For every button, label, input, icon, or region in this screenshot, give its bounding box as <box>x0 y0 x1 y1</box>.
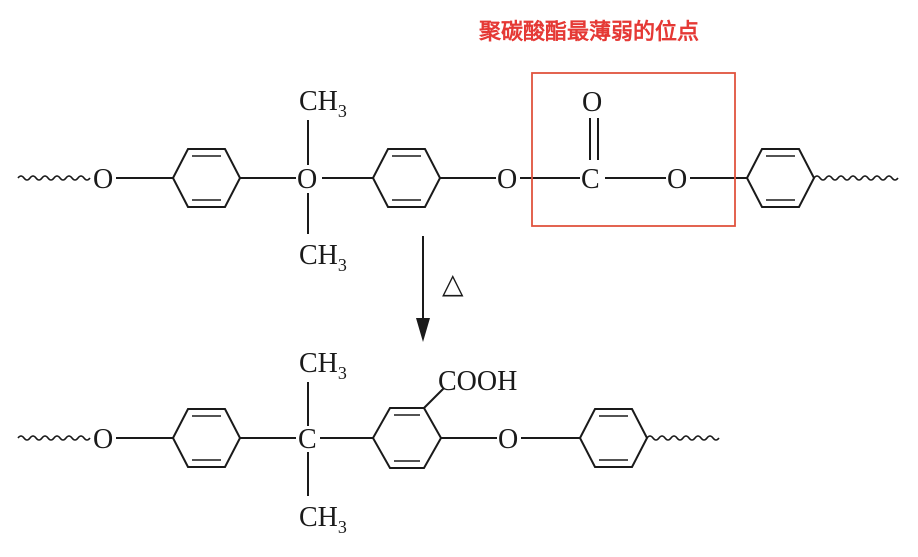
reactant-carbonyl-carbon: C <box>581 164 600 195</box>
product-ch3-bottom: CH3 <box>299 502 347 537</box>
reaction-arrow: △ <box>416 236 464 342</box>
weak-site-highlight-box <box>531 72 736 227</box>
arrow-head <box>416 318 430 342</box>
right-chain-squiggle <box>813 175 899 181</box>
product-cooh: COOH <box>438 366 517 397</box>
product-o-ether: O <box>498 424 518 455</box>
product-ch3-top: CH3 <box>299 348 347 383</box>
left-chain-squiggle <box>17 175 91 181</box>
reactant-o-ester-left: O <box>497 164 517 195</box>
benzene-ring-2 <box>371 148 442 208</box>
reactant-o-left: O <box>93 164 113 195</box>
reactant-carbonyl-oxygen: O <box>582 87 602 118</box>
heat-symbol: △ <box>442 269 464 300</box>
benzene-ring-4 <box>171 408 242 468</box>
product-structure: O C CH3 CH3 COOH O <box>17 348 720 537</box>
product-o-left: O <box>93 424 113 455</box>
reactant-ch3-top: CH3 <box>299 86 347 121</box>
caption-text: 聚碳酸酯最薄弱的位点 <box>478 19 699 45</box>
bond-to-cooh <box>423 387 445 409</box>
benzene-ring-6 <box>578 408 649 468</box>
product-center-carbon: C <box>298 424 317 455</box>
reactant-o-ester-right: O <box>667 164 687 195</box>
reactant-center-atom: O <box>297 164 317 195</box>
benzene-ring-1 <box>171 148 242 208</box>
benzene-ring-3 <box>745 148 816 208</box>
product-right-squiggle <box>646 435 720 441</box>
product-left-squiggle <box>17 435 91 441</box>
reactant-ch3-bottom: CH3 <box>299 240 347 275</box>
benzene-ring-5 <box>371 407 443 469</box>
reactant-structure: O O CH3 CH3 O C O O <box>17 86 899 275</box>
